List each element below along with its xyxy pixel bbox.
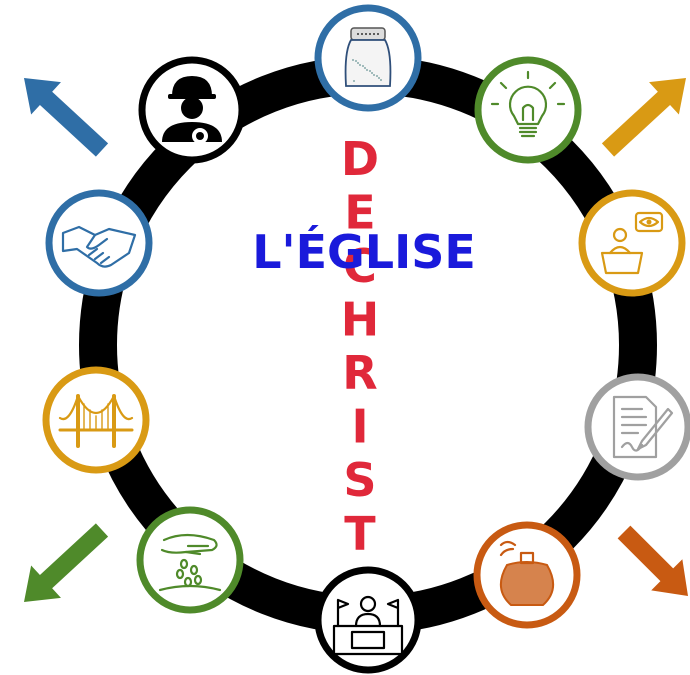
vertical-title-letter: C xyxy=(343,239,377,293)
vertical-title-letter: R xyxy=(342,346,377,400)
arrow-down-right-icon xyxy=(617,525,689,597)
speaker-podium-icon xyxy=(600,211,664,275)
bridge-icon xyxy=(58,394,134,448)
arrow-up-left-icon xyxy=(23,77,109,157)
node-judge-bench xyxy=(314,566,422,674)
arrow-down-left-icon xyxy=(23,523,109,603)
node-sowing-hand xyxy=(136,506,244,614)
vertical-title-letter: I xyxy=(351,400,368,454)
node-bridge xyxy=(42,366,150,474)
node-ring xyxy=(314,566,422,674)
node-salt-shaker xyxy=(314,4,422,112)
node-worker-gear xyxy=(138,56,246,164)
salt-shaker-icon xyxy=(344,27,392,87)
node-ring xyxy=(584,373,690,481)
node-lightbulb xyxy=(474,56,582,164)
vertical-title-letter: S xyxy=(343,453,376,507)
worker-gear-icon xyxy=(162,76,222,144)
sowing-hand-icon xyxy=(158,533,222,592)
node-ring xyxy=(578,189,686,297)
perfume-bottle-icon xyxy=(499,540,554,606)
vertical-title-letter: H xyxy=(341,293,380,347)
arrow-up-right-icon xyxy=(601,77,687,157)
document-pen-icon xyxy=(612,395,674,459)
lightbulb-icon xyxy=(490,70,566,138)
node-document-pen xyxy=(584,373,690,481)
node-speaker-podium xyxy=(578,189,686,297)
horizontal-title: L'ÉGLISE xyxy=(252,225,476,279)
node-handshake xyxy=(45,189,153,297)
handshake-icon xyxy=(61,225,137,268)
vertical-title-letter: E xyxy=(344,186,375,240)
node-ring xyxy=(136,506,244,614)
vertical-title-letter: D xyxy=(341,132,379,186)
judge-bench-icon xyxy=(332,595,404,656)
node-perfume-bottle xyxy=(473,521,581,629)
vertical-title-letter: T xyxy=(344,507,376,561)
